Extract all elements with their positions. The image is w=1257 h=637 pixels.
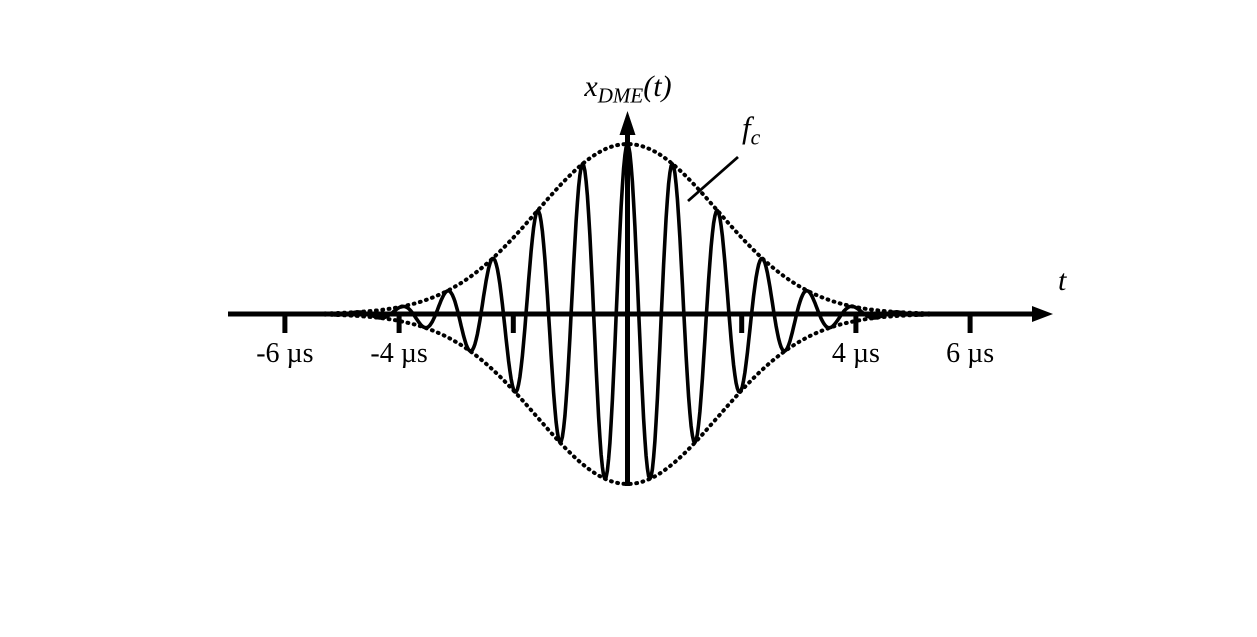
axis-tick-marks xyxy=(282,314,973,333)
tick-label: 6 µs xyxy=(946,338,995,369)
signal-title: xDME(t) xyxy=(584,72,671,106)
tick-label: -6 µs xyxy=(256,338,314,369)
carrier-frequency-subscript: c xyxy=(750,125,761,150)
time-axis-arrowhead xyxy=(1032,306,1053,322)
signal-title-argument: (t) xyxy=(643,70,672,103)
amplitude-axis-arrowhead xyxy=(619,111,636,135)
carrier-frequency-symbol: f xyxy=(742,110,751,145)
tick-label: -4 µs xyxy=(370,338,428,369)
tick-label: 4 µs xyxy=(831,338,880,369)
fc-leader-line xyxy=(687,155,739,203)
carrier-frequency-label: fc xyxy=(742,112,760,149)
envelope-upper-dotted xyxy=(322,142,932,316)
signal-title-subscript: DME xyxy=(597,83,644,108)
signal-title-base: x xyxy=(584,70,598,103)
time-axis-label: t xyxy=(1058,264,1067,297)
